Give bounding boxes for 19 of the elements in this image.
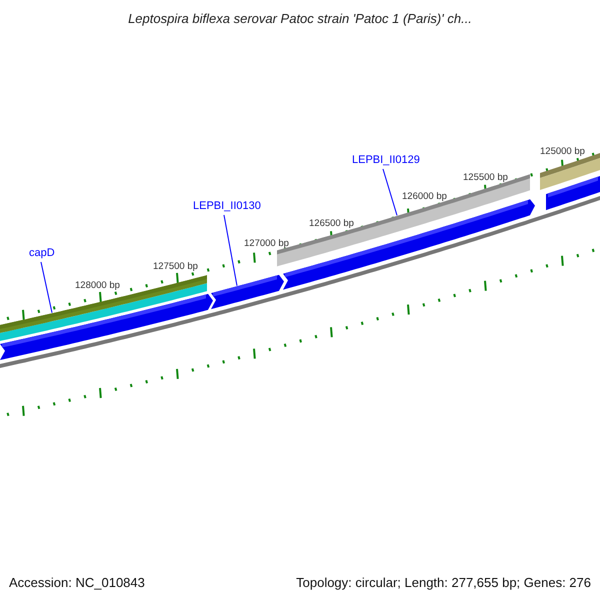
leader-line [224, 214, 238, 286]
gene-label: capD [29, 248, 55, 259]
scale-label: 125500 bp [463, 173, 508, 182]
accession-text: Accession: NC_010843 [9, 576, 145, 589]
leader-line [40, 262, 52, 314]
scale-label: 127500 bp [153, 262, 198, 272]
gene-label: LEPBI_II0129 [352, 155, 420, 166]
gene-feature-bar [277, 174, 530, 266]
diagram-title: Leptospira biflexa serovar Patoc strain 'Patoc 1 (Paris)' ch... [127, 12, 473, 25]
scale-label: 127000 bp [244, 239, 289, 248]
scale-label: 125000 bp [540, 147, 585, 156]
scale-label: 126500 bp [309, 219, 354, 228]
scale-label: 126000 bp [402, 192, 447, 202]
gene-label: LEPBI_II0130 [193, 201, 261, 212]
gene-feature-bar [211, 274, 284, 310]
scale-label: 128000 bp [75, 281, 120, 290]
gene-feature-bar [0, 275, 207, 333]
leader-line [382, 168, 398, 216]
genome-summary-text: Topology: circular; Length: 277,655 bp; Genes: 276 [295, 576, 591, 589]
